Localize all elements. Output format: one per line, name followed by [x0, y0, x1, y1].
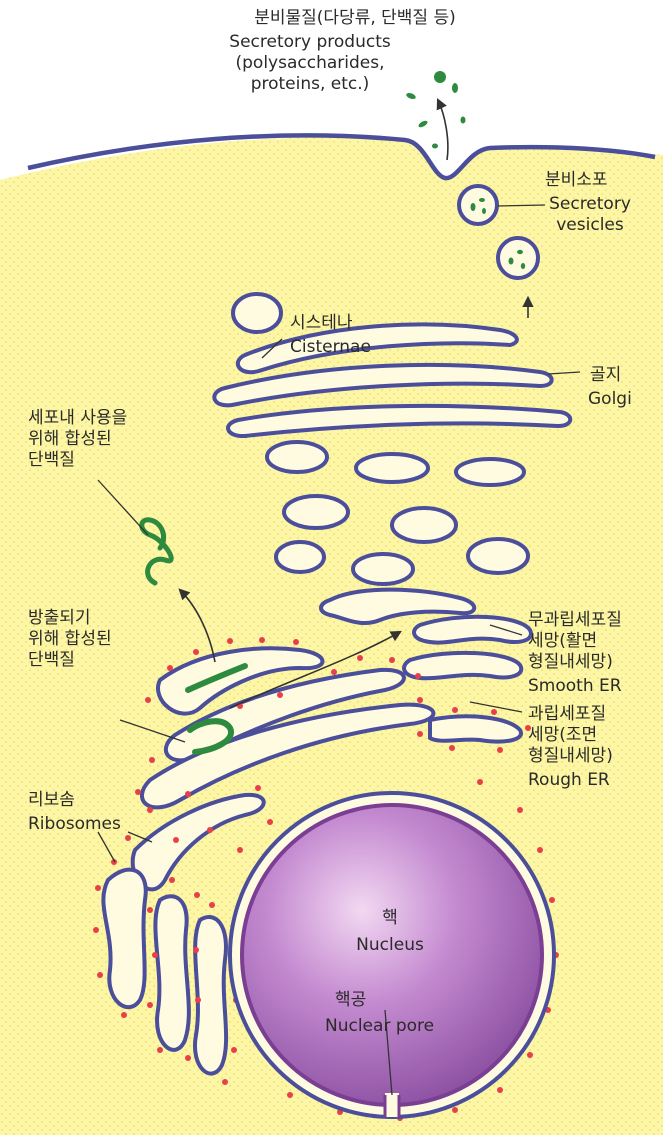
secretory-products-label-en: Secretory products (polysaccharides, pro…: [215, 32, 405, 95]
rough-er-label-ko: 과립세포질 세망(조면 형질내세망): [528, 704, 613, 767]
secretory-products: [405, 71, 465, 149]
secretory-products-label-ko: 분비물질(다당류, 단백질 등): [205, 8, 505, 29]
export-protein-label: 방출되기 위해 합성된 단백질: [28, 608, 112, 671]
smooth-er-label-en: Smooth ER: [528, 676, 622, 697]
nucleus-label-en: Nucleus: [330, 935, 450, 956]
secretory-vesicles-label-ko: 분비소포: [545, 170, 608, 191]
secretory-vesicle: [498, 238, 538, 278]
smooth-er-label-ko: 무과립세포질 세망(활면 형질내세망): [528, 610, 622, 673]
intracellular-protein-label: 세포내 사용을 위해 합성된 단백질: [28, 408, 127, 471]
nucleus-label-ko: 핵: [330, 908, 450, 929]
ribosomes-label-ko: 리보솜: [28, 790, 75, 811]
golgi-label-en: Golgi: [588, 389, 632, 410]
cisternae-label-en: Cisternae: [290, 337, 371, 358]
nuclear-pore-label-en: Nuclear pore: [325, 1016, 434, 1037]
cisternae-label-ko: 시스테나: [290, 313, 353, 334]
nuclear-pore: [385, 1093, 399, 1117]
golgi-label-ko: 골지: [590, 365, 621, 386]
secretory-vesicles-label-en: Secretory vesicles: [535, 194, 645, 236]
nuclear-pore-label-ko: 핵공: [335, 990, 366, 1011]
rough-er-label-en: Rough ER: [528, 770, 610, 791]
secretory-vesicle: [459, 186, 497, 224]
exocytosis-arrow: [438, 100, 448, 160]
ribosomes-label-en: Ribosomes: [28, 814, 121, 835]
